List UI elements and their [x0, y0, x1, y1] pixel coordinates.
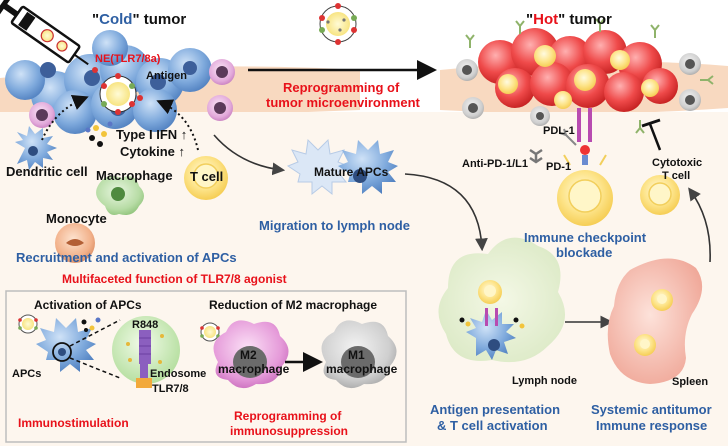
syringe-icon [0, 0, 89, 66]
to-cytotoxic-arrow [688, 187, 711, 263]
systemic-line2: Immune response [596, 418, 708, 433]
lymph-node-label: Lymph node [512, 375, 577, 387]
activation-apcs-label: Activation of APCs [34, 298, 142, 312]
recruitment-label: Recruitment and activation of APCs [16, 250, 237, 265]
cytotoxic-t-cell [640, 118, 680, 215]
t-cell-icon [184, 156, 228, 200]
to-mature-apcs-arrow [213, 134, 286, 176]
systemic-line1: Systemic antitumor [591, 402, 712, 417]
reprog-immuno-line1: Reprogramming of [234, 409, 342, 423]
cold-rest: " tumor [132, 11, 187, 28]
dendritic-cell-icon [15, 126, 57, 170]
suppressor-cells [29, 59, 235, 128]
recruitment-arrows [41, 95, 199, 151]
macrophage-label: Macrophage [96, 168, 173, 183]
tlr78-label: TLR7/8 [152, 383, 189, 395]
hot-tumor-mass [478, 28, 678, 112]
to-lymph-node-arrow [404, 173, 488, 252]
immunostimulation-label: Immunostimulation [18, 416, 129, 430]
tlr-panel-frame [5, 290, 407, 443]
m1-macrophage-icon [321, 320, 397, 389]
m2-macrophage-icon [213, 320, 289, 389]
immune-checkpoint-line2: blockade [556, 245, 613, 260]
m2-line1: M2 [240, 348, 257, 362]
antigen-label: Antigen [146, 70, 187, 82]
cold-tumor-mass [5, 30, 212, 134]
cytokine-dots [85, 121, 113, 147]
panel-m2-nanoparticle-icon [200, 322, 220, 342]
monocyte-label: Monocyte [46, 211, 107, 226]
pdl1-pd1-interaction [529, 108, 592, 165]
m1-line2: macrophage [326, 362, 398, 376]
r848-label: R848 [132, 319, 159, 331]
cytotoxic-line2: T cell [662, 170, 691, 182]
endosome-label: Endosome [150, 368, 207, 380]
reprogramming-line2: tumor microenvironment [266, 95, 420, 110]
reprogramming-line1: Reprogramming of [283, 80, 400, 95]
checkpoint-t-cell [557, 154, 613, 226]
migration-label: Migration to lymph node [259, 218, 410, 233]
spleen-label: Spleen [672, 376, 709, 388]
immune-checkpoint-line1: Immune checkpoint [524, 230, 647, 245]
cytotoxic-line1: Cytotoxic [652, 157, 703, 169]
cold-word: Cold [99, 11, 133, 28]
ne-tlr-label: NE(TLR7/8a) [95, 53, 161, 65]
antigen-pres-line2: & T cell activation [437, 418, 548, 433]
antibody-icons [465, 18, 714, 134]
hot-quote-open: " [526, 11, 534, 28]
pdl1-label: PDL-1 [543, 125, 575, 137]
lymph-node-icon [438, 237, 566, 363]
endosome-icon [112, 316, 180, 384]
macrophage-icon [96, 176, 144, 215]
pd1-label: PD-1 [546, 161, 572, 173]
reprog-immuno-line2: immunosuppression [230, 424, 349, 438]
m2-line2: macrophage [218, 362, 290, 376]
cold-tumor-title: "Cold" tumor [92, 11, 186, 28]
spleen-icon [607, 258, 703, 384]
cytokine-label: Cytokine ↑ [120, 144, 186, 159]
tlr78-receptor-icon [136, 364, 152, 388]
infiltrating-t-cells [498, 45, 659, 109]
cold-quote-open: " [92, 11, 100, 28]
panel-nanoparticle-icon [18, 314, 38, 334]
monocyte-icon [55, 223, 95, 263]
anti-pd-label: Anti-PD-1/L1 [462, 158, 528, 170]
antigen-pres-line1: Antigen presentation [430, 402, 561, 417]
type1-ifn-label: Type I IFN ↑ [116, 127, 188, 142]
panel-apc-cell [36, 318, 96, 372]
mature-apc-icon [286, 138, 398, 196]
hot-tumor-title: "Hot" tumor [526, 11, 612, 28]
t-cell-label: T cell [190, 169, 224, 184]
m1-line1: M1 [348, 348, 365, 362]
multifaceted-label: Multifaceted function of TLR7/8 agonist [62, 272, 287, 286]
zoom-line-top [69, 319, 121, 347]
mature-apcs-label: Mature APCs [314, 165, 389, 179]
nanoparticle-top-icon [319, 3, 357, 45]
apcs-label: APCs [12, 368, 42, 380]
hot-rest: " tumor [558, 11, 612, 28]
reduction-m2-label: Reduction of M2 macrophage [209, 298, 378, 312]
nanoparticle-icon [99, 73, 137, 115]
dendritic-cell-label: Dendritic cell [6, 164, 88, 179]
hot-word: Hot [533, 11, 559, 28]
dying-tumor-cells [456, 53, 701, 126]
panel-cytokine-dots [81, 317, 101, 332]
zoom-line-bottom [69, 357, 121, 379]
